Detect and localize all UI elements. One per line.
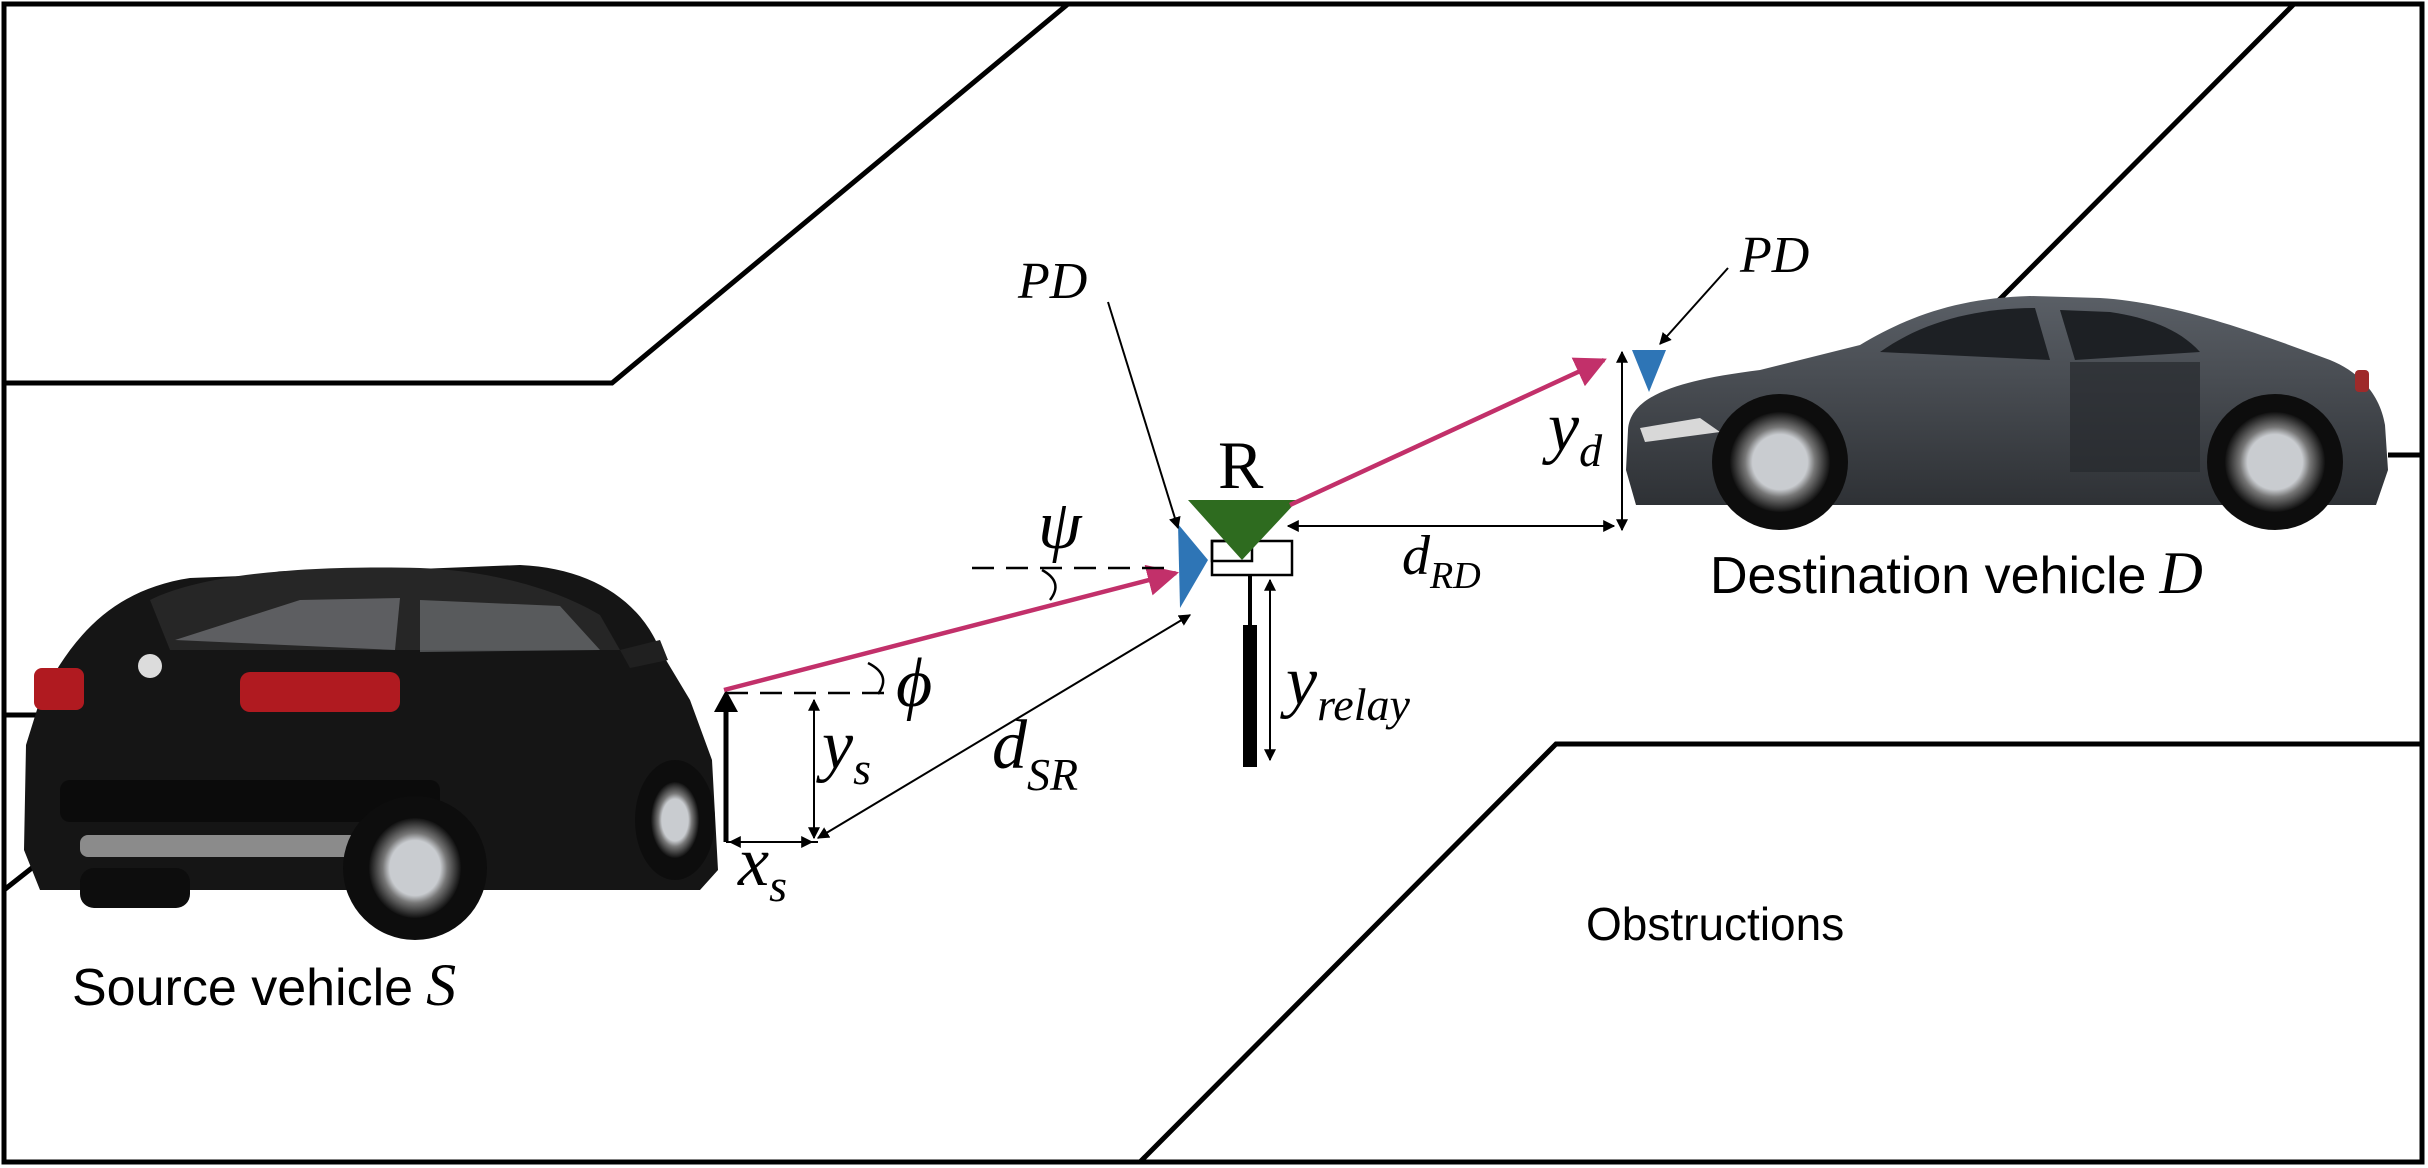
y-s-label: ys [816, 707, 871, 794]
sports-car-side-view-icon [1626, 296, 2388, 530]
pd-destination-pointer [1659, 267, 1729, 345]
relay-pole [1210, 539, 1294, 767]
pd-relay-label: PD [1017, 253, 1087, 310]
x-s-label: xs [737, 824, 787, 911]
d-sr-dimension [816, 614, 1192, 839]
beam-source-to-relay [723, 564, 1180, 693]
upper-right-road-edge [1995, 2, 2296, 304]
pd-relay-pointer [1107, 301, 1181, 530]
d-sr-label: dSR [992, 707, 1078, 800]
beam-relay-to-destination [1289, 357, 1607, 508]
relay-post [1243, 625, 1257, 767]
source-vehicle-caption: Source vehicle S [72, 952, 456, 1018]
dimension-arrows [728, 267, 1729, 848]
y-d-label: yd [1542, 389, 1603, 476]
upper-road-edge [4, 2, 1070, 386]
obstructions-label: Obstructions [1586, 898, 1844, 950]
destination-vehicle-caption: Destination vehicle D [1710, 540, 2203, 606]
relay-transmitter [1188, 500, 1298, 560]
psi-label: ψ [1038, 487, 1083, 564]
phi-arc [867, 661, 885, 695]
pd-destination-label: PD [1739, 227, 1809, 284]
relay-photodetector [1178, 524, 1208, 608]
destination-photodetector [1632, 350, 1666, 392]
lower-road-edge [1138, 741, 2422, 1164]
y-relay-label: yrelay [1280, 643, 1410, 730]
source-transmitter [714, 690, 818, 843]
relay-label: R [1218, 427, 1264, 503]
phi-label: ϕ [896, 645, 932, 722]
d-rd-label: dRD [1402, 525, 1481, 597]
suv-rear-view-icon [24, 565, 718, 940]
psi-arc [1041, 568, 1057, 601]
